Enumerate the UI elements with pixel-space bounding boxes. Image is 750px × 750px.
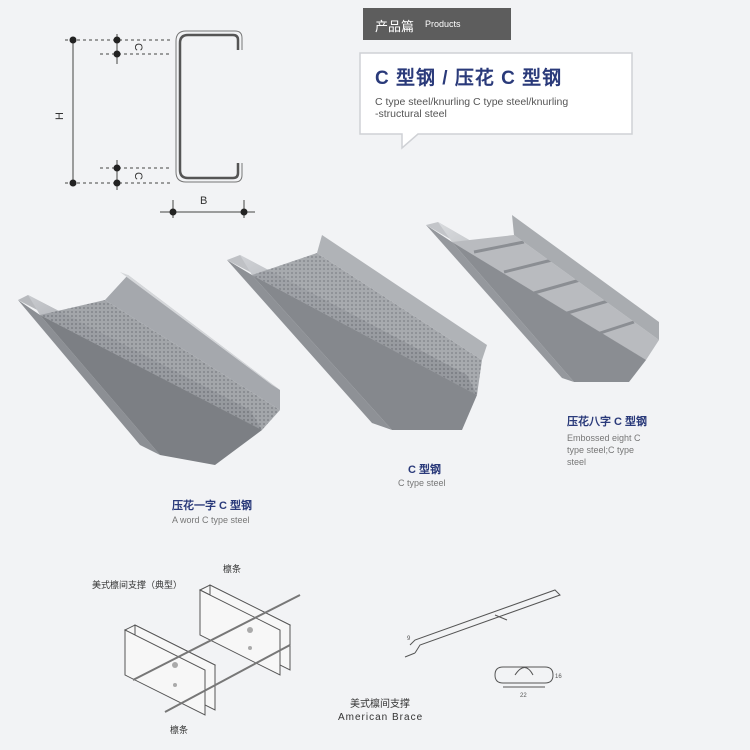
brace-typical-label: 美式檩间支撑（典型）	[92, 580, 183, 590]
svg-text:22: 22	[520, 693, 527, 699]
product-3-name-en-line2: type steel;C type	[567, 445, 635, 455]
dim-c-bottom-label: C	[131, 172, 144, 180]
product-3-name-en: Embossed eight C type steel;C type steel	[567, 432, 641, 468]
product-2-name-en: C type steel	[398, 478, 446, 488]
dim-h-label: H	[53, 112, 66, 120]
product-1-name-cn: 压花一字 C 型钢	[172, 500, 253, 512]
product-3-name-en-line3: steel	[567, 457, 587, 467]
american-brace-profile-drawing: 9 22 16	[404, 589, 562, 699]
product-image-embossed-word-c-steel	[18, 272, 280, 465]
title-callout-frame	[359, 52, 633, 150]
products-tab-cn: 产品篇	[375, 19, 415, 34]
products-section-tab: 产品篇 Products	[363, 8, 511, 40]
page-subtitle-line1: C type steel/knurling C type steel/knurl…	[375, 96, 569, 108]
brace-assembly-drawing	[123, 584, 301, 716]
dim-b-label: B	[200, 195, 208, 207]
product-image-embossed-eight-c-steel	[426, 215, 659, 382]
c-section-diagram	[65, 30, 255, 218]
product-1-name-en: A word C type steel	[172, 515, 250, 525]
purlin-label-top: 檩条	[223, 564, 242, 574]
product-3-name-en-line1: Embossed eight C	[567, 433, 641, 443]
product-2-name-cn: C 型钢	[408, 464, 441, 476]
page-subtitle: C type steel/knurling C type steel/knurl…	[375, 96, 637, 120]
american-brace-caption-cn: 美式檩间支撑	[350, 699, 410, 710]
page-subtitle-line2: -structural steel	[375, 108, 447, 120]
page-title: C 型钢 / 压花 C 型钢	[375, 68, 563, 89]
products-tab-en: Products	[425, 19, 461, 29]
svg-text:16: 16	[555, 674, 562, 680]
purlin-label-bottom: 檩条	[170, 725, 189, 735]
svg-text:9: 9	[407, 636, 411, 642]
product-3-name-cn: 压花八字 C 型钢	[567, 416, 648, 428]
dim-c-top-label: C	[131, 43, 144, 51]
american-brace-caption-en: American Brace	[338, 712, 424, 723]
product-image-c-steel	[227, 235, 487, 430]
